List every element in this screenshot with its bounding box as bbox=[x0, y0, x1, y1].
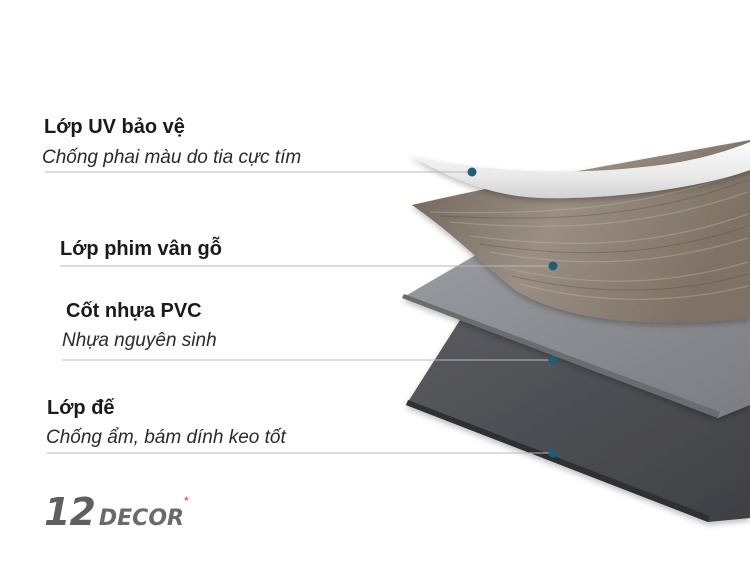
pvc-layer-title: Cốt nhựa PVC bbox=[66, 300, 202, 322]
wood-layer-title: Lớp phim vân gỗ bbox=[60, 238, 222, 260]
uv-layer-title: Lớp UV bảo vệ bbox=[44, 116, 185, 138]
logo-word: DECOR bbox=[98, 506, 184, 531]
marker-base bbox=[548, 448, 558, 458]
marker-pvc bbox=[548, 355, 558, 365]
pvc-layer-subtitle: Nhựa nguyên sinh bbox=[62, 330, 217, 351]
marker-uv bbox=[467, 167, 477, 177]
marker-wood bbox=[548, 261, 558, 271]
base-layer-title: Lớp đế bbox=[47, 397, 115, 419]
logo-number: 12 bbox=[44, 490, 96, 534]
layer-markers bbox=[467, 167, 558, 458]
logo-star: * bbox=[183, 494, 189, 508]
base-layer-sheet bbox=[406, 320, 750, 522]
uv-protective-sheet bbox=[409, 142, 750, 199]
leader-lines bbox=[45, 171, 553, 454]
uv-layer-subtitle: Chống phai màu do tia cực tím bbox=[42, 147, 302, 168]
base-layer-subtitle: Chống ẩm, bám dính keo tốt bbox=[46, 427, 286, 448]
